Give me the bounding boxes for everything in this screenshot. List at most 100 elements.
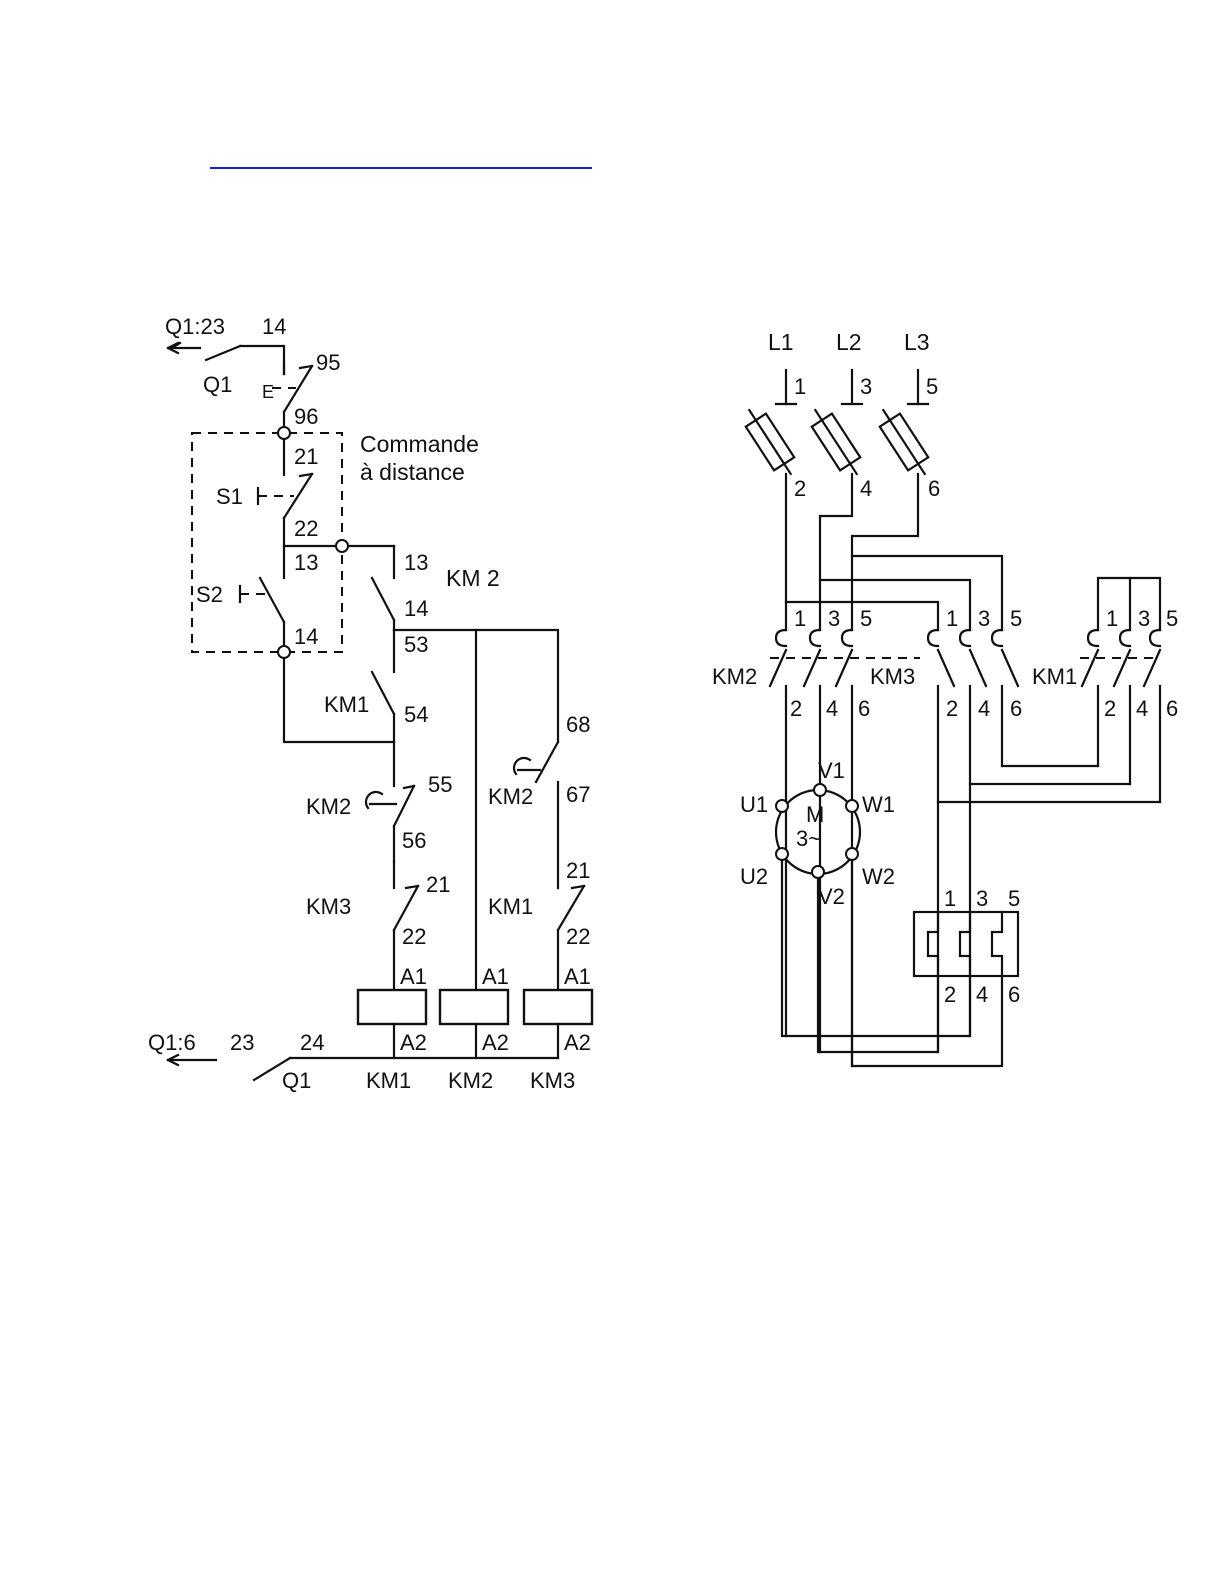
km3-terminal-22: 22 (402, 924, 426, 949)
km1-a2: A2 (400, 1030, 427, 1055)
km3-out-6: 6 (1010, 696, 1022, 721)
km1-out-2: 2 (1104, 696, 1116, 721)
km2-holding-label: KM 2 (446, 565, 500, 591)
remote-command-box (192, 433, 342, 652)
q1-top-14: 14 (262, 314, 286, 339)
node-96 (278, 427, 290, 439)
motor-w2: W2 (862, 864, 895, 889)
terminal-96: 96 (294, 404, 318, 429)
km1-in-3: 3 (1138, 606, 1150, 631)
coil-km1 (358, 990, 426, 1024)
km1-terminal-54: 54 (404, 702, 428, 727)
coil-km3-label: KM3 (530, 1068, 575, 1093)
km3-a2: A2 (564, 1030, 591, 1055)
km2-in-1: 1 (794, 606, 806, 631)
motor-v1: V1 (818, 758, 845, 783)
km1-a1: A1 (400, 964, 427, 989)
fuses (739, 404, 935, 481)
km2-out-6: 6 (858, 696, 870, 721)
phase-l1: L1 (768, 329, 794, 355)
km1-terminal-22: 22 (566, 924, 590, 949)
km2-terminal-55: 55 (428, 772, 452, 797)
km2-terminal-67: 67 (566, 782, 590, 807)
fuse-out-2: 2 (794, 476, 806, 501)
coil-km2 (440, 990, 508, 1024)
km1-in-1: 1 (1106, 606, 1118, 631)
km3-in-1: 1 (946, 606, 958, 631)
coil-km2-label: KM2 (448, 1068, 493, 1093)
remote-label-line2: à distance (360, 459, 465, 485)
motor-w1: W1 (862, 792, 895, 817)
km1-terminal-21: 21 (566, 858, 590, 883)
km3-in-5: 5 (1010, 606, 1022, 631)
km2-a1: A1 (482, 964, 509, 989)
km2-terminal-13: 13 (404, 550, 428, 575)
km3-power-label: KM3 (870, 664, 915, 689)
km1-interlock-label: KM1 (488, 894, 533, 919)
km3-power-contacts (928, 630, 1018, 1052)
s2-terminal-14: 14 (294, 624, 318, 649)
s2-terminal-13: 13 (294, 550, 318, 575)
power-wiring (786, 474, 1160, 630)
km2-in-5: 5 (860, 606, 872, 631)
q1-bottom-24: 24 (300, 1030, 324, 1055)
fuse-out-4: 4 (860, 476, 872, 501)
fuse-out-6: 6 (928, 476, 940, 501)
km2-holding-contact (372, 546, 394, 630)
ol-out-4: 4 (976, 982, 988, 1007)
km1-power-label: KM1 (1032, 664, 1077, 689)
km2-timed-contact-67-68 (514, 742, 558, 888)
s1-terminal-21: 21 (294, 444, 318, 469)
ol-in-5: 5 (1008, 886, 1020, 911)
supply-1: 1 (794, 374, 806, 399)
km2-out-2: 2 (790, 696, 802, 721)
remote-label-line1: Commande (360, 431, 479, 457)
node-22 (336, 540, 348, 552)
km1-terminal-53: 53 (404, 632, 428, 657)
km1-in-5: 5 (1166, 606, 1178, 631)
coil-km1-label: KM1 (366, 1068, 411, 1093)
km2-terminal-14: 14 (404, 596, 428, 621)
node-14 (278, 646, 290, 658)
q1-top-ref: Q1:23 (165, 314, 225, 339)
km2-power-label: KM2 (712, 664, 757, 689)
phase-l2: L2 (836, 329, 862, 355)
ol-out-2: 2 (944, 982, 956, 1007)
km1-contact-53-54 (372, 630, 394, 742)
q1-bottom-ref: Q1:6 (148, 1030, 196, 1055)
km2-in-3: 3 (828, 606, 840, 631)
s2-start-button (240, 546, 284, 652)
q1-bottom-23: 23 (230, 1030, 254, 1055)
km1-out-6: 6 (1166, 696, 1178, 721)
km3-out-2: 2 (946, 696, 958, 721)
motor-u2: U2 (740, 864, 768, 889)
km2-out-4: 4 (826, 696, 838, 721)
supply-5: 5 (926, 374, 938, 399)
motor-v2: V2 (818, 884, 845, 909)
q1-top-contact (168, 343, 284, 374)
km3-terminal-21: 21 (426, 872, 450, 897)
s2-label: S2 (196, 582, 223, 607)
km2-a2: A2 (482, 1030, 509, 1055)
s1-terminal-22: 22 (294, 516, 318, 541)
motor-u1: U1 (740, 792, 768, 817)
km3-out-4: 4 (978, 696, 990, 721)
ol-out-6: 6 (1008, 982, 1020, 1007)
km2-terminal-56: 56 (402, 828, 426, 853)
q1-bottom-label: Q1 (282, 1068, 311, 1093)
km1-contact-label: KM1 (324, 692, 369, 717)
terminal-95: 95 (316, 350, 340, 375)
km2-timed-label: KM2 (306, 794, 351, 819)
e-mark: E (262, 382, 274, 402)
motor-m: M (806, 802, 824, 827)
motor-3phase: 3~ (796, 826, 821, 851)
q1-label: Q1 (203, 372, 232, 397)
supply-3: 3 (860, 374, 872, 399)
ol-in-1: 1 (944, 886, 956, 911)
q1-bottom-contact (168, 1055, 558, 1080)
control-circuit: Q1:23 14 Q1 95 96 E Commande à distance (148, 314, 592, 1093)
km3-a1: A1 (564, 964, 591, 989)
phase-l3: L3 (904, 329, 930, 355)
